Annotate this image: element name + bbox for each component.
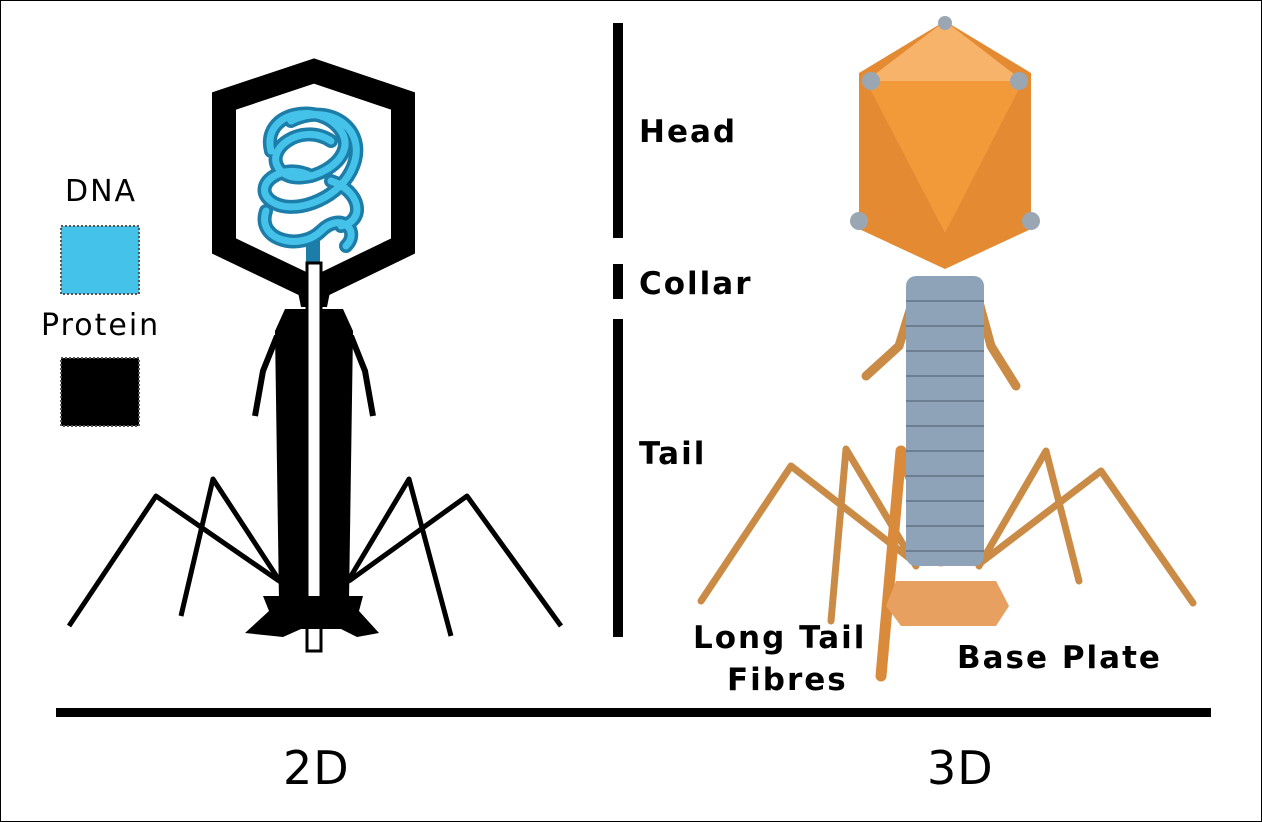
- base-plate-3d: [886, 581, 1009, 626]
- head-label: Head: [639, 117, 737, 148]
- collar-bar: [613, 264, 623, 299]
- dna-label: DNA: [65, 177, 137, 207]
- part-bars: [613, 23, 623, 637]
- dna-swatch: [61, 226, 139, 294]
- protein-label: Protein: [41, 311, 160, 341]
- view-2d-label: 2D: [283, 745, 350, 791]
- phage-3d: [701, 16, 1193, 676]
- tail-bar: [613, 319, 623, 637]
- head-bar: [613, 23, 623, 238]
- view-3d-label: 3D: [927, 745, 994, 791]
- long-tail-fibres-label-line1: Long Tail: [693, 623, 866, 654]
- tail-label: Tail: [639, 439, 706, 470]
- divider-line: [56, 708, 1211, 717]
- collar-label: Collar: [639, 269, 753, 300]
- phage-2d: [69, 71, 561, 651]
- head-3d-top: [866, 21, 1023, 81]
- tail-tube-2d: [307, 263, 321, 651]
- tail-sheath-3d: [906, 276, 984, 566]
- protein-swatch: [61, 358, 139, 426]
- long-tail-fibres-label-line2: Fibres: [727, 665, 848, 696]
- base-plate-label: Base Plate: [957, 643, 1162, 674]
